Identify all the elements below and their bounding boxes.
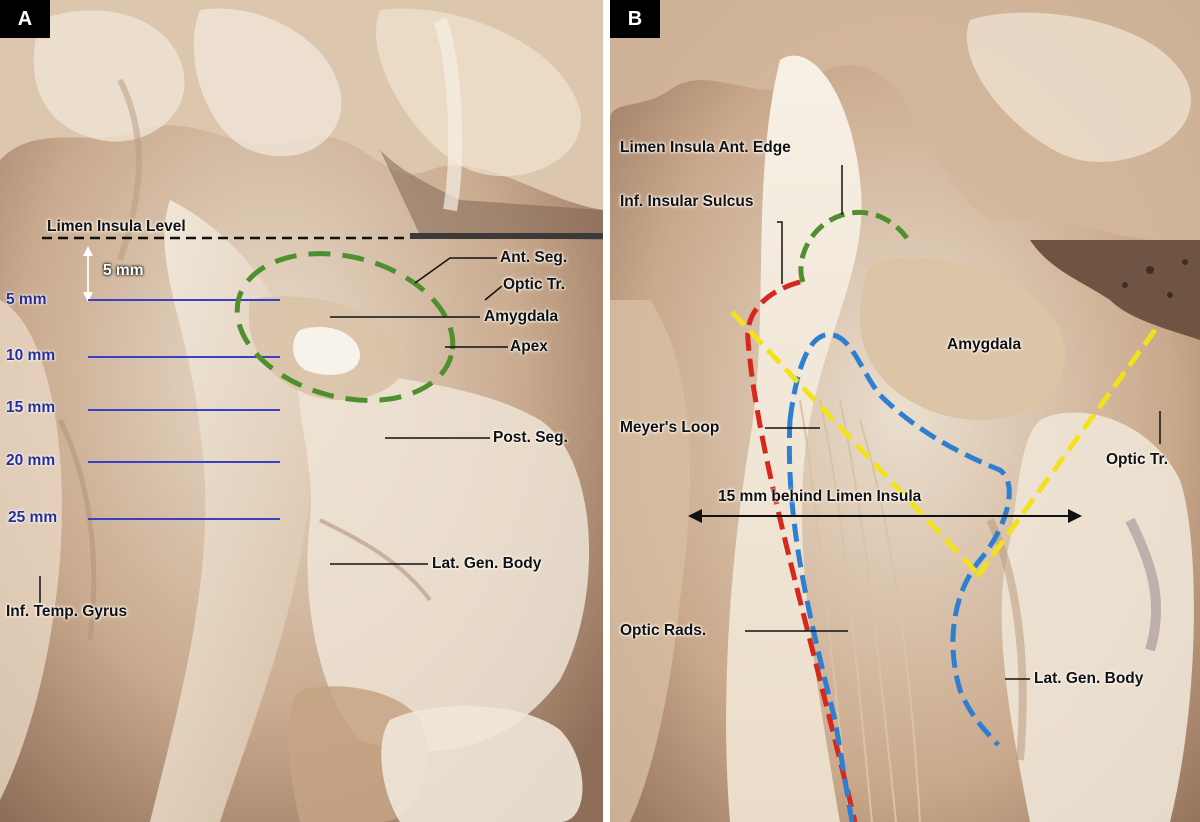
ant-seg-label: Ant. Seg.: [500, 249, 568, 266]
distance-arrow-head-left: [688, 509, 702, 523]
tick-label-15mm: 15 mm: [6, 399, 56, 416]
yellow-line-left: [730, 310, 982, 578]
amygdala-outline: [234, 251, 456, 403]
leader-optic-tr: [484, 285, 503, 301]
lat-gen-body-label-a: Lat. Gen. Body: [432, 555, 542, 572]
limen-level-label: Limen Insula Level: [47, 218, 186, 235]
brain-dissection-photo-b: [610, 0, 1200, 822]
behind-limen-label: 15 mm behind Limen Insula: [718, 488, 922, 505]
tick-label-10mm: 10 mm: [6, 347, 56, 364]
brain-dissection-photo-a: [0, 0, 603, 822]
panel-a: A Limen Insula Level 5 mm 5 mm 10 mm 15 …: [0, 0, 603, 822]
limen-edge-outline: [798, 209, 909, 283]
meyers-loop-outline: [787, 332, 1012, 747]
leader-inf-insular-sulcus: [777, 221, 783, 284]
amygdala-label-b: Amygdala: [947, 336, 1022, 353]
inf-insular-sulcus-line: [745, 279, 858, 822]
post-seg-label: Post. Seg.: [493, 429, 568, 446]
meyers-loop-label: Meyer's Loop: [620, 419, 720, 436]
gap-label: 5 mm: [103, 262, 144, 279]
leader-ant-seg: [414, 257, 497, 284]
panel-letter-b: B: [610, 0, 660, 38]
gap-arrow-head-bottom: [83, 292, 93, 302]
panel-b: B Limen Insula Ant. Edge Inf. Insular Su…: [610, 0, 1200, 822]
optic-rads-outline: [786, 419, 855, 822]
annotation-overlay-b: [688, 165, 1161, 822]
amygdala-label-a: Amygdala: [484, 308, 559, 325]
apex-label: Apex: [510, 338, 548, 355]
distance-arrow-head-right: [1068, 509, 1082, 523]
inf-temp-gyrus-label: Inf. Temp. Gyrus: [6, 603, 128, 620]
tick-label-5mm: 5 mm: [6, 291, 47, 308]
tick-label-20mm: 20 mm: [6, 452, 56, 469]
inf-insular-sulcus-label: Inf. Insular Sulcus: [620, 193, 754, 210]
limen-ant-edge-label: Limen Insula Ant. Edge: [620, 139, 791, 156]
optic-rads-label: Optic Rads.: [620, 622, 707, 639]
optic-tr-label-a: Optic Tr.: [503, 276, 566, 293]
annotation-overlay-a: [39, 233, 603, 603]
lat-gen-body-label-b: Lat. Gen. Body: [1034, 670, 1144, 687]
panel-letter-a: A: [0, 0, 50, 38]
optic-tr-label-b: Optic Tr.: [1106, 451, 1169, 468]
tick-label-25mm: 25 mm: [8, 509, 58, 526]
gap-arrow-head-top: [83, 246, 93, 256]
